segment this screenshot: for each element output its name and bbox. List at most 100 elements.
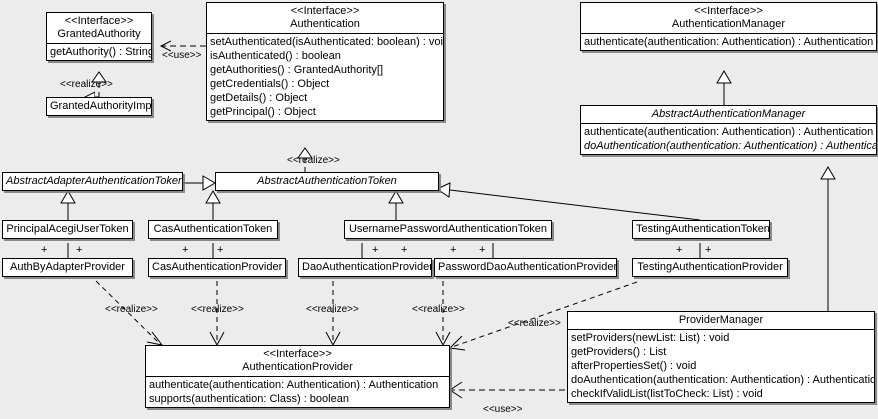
class-header: <<Interface>> GrantedAuthority: [47, 13, 151, 43]
association-marker: +: [479, 244, 486, 256]
operation: supports(authentication: Class) : boolea…: [149, 393, 349, 405]
operation: setProviders(newList: List) : void: [571, 332, 730, 344]
operation: authenticate(authentication: Authenticat…: [584, 36, 874, 48]
operations-compartment: authenticate(authentication: Authenticat…: [146, 377, 449, 407]
class-testing-authentication-token[interactable]: TestingAuthenticationToken: [632, 220, 770, 239]
class-cas-authentication-provider[interactable]: CasAuthenticationProvider: [148, 258, 286, 277]
edge-label-realize-password-dao: <<realize>>: [412, 304, 465, 315]
class-dao-authentication-provider[interactable]: DaoAuthenticationProvider: [298, 258, 432, 277]
operation: getProviders() : List: [571, 346, 667, 358]
edge-label-realize-abstract-authentication-token: <<realize>>: [287, 155, 340, 166]
class-name: TestingAuthenticationToken: [636, 223, 770, 235]
compartment-divider: [207, 33, 443, 34]
operation: getDetails() : Object: [210, 92, 308, 104]
edge-label-realize-cas: <<realize>>: [191, 304, 244, 315]
class-provider-manager[interactable]: ProviderManager setProviders(newList: Li…: [567, 311, 875, 403]
class-header: DaoAuthenticationProvider: [299, 259, 431, 276]
class-name: AuthenticationProvider: [242, 361, 353, 373]
class-abstract-adapter-authentication-token[interactable]: AbstractAdapterAuthenticationToken: [2, 172, 183, 191]
operation: authenticate(authentication: Authenticat…: [149, 379, 439, 391]
class-password-dao-authentication-provider[interactable]: PasswordDaoAuthenticationProvider: [434, 258, 617, 277]
class-name: CasAuthenticationToken: [153, 223, 273, 235]
operations-compartment: getAuthority() : String: [47, 44, 151, 60]
class-name: CasAuthenticationProvider: [152, 261, 283, 273]
class-testing-authentication-provider[interactable]: TestingAuthenticationProvider: [632, 258, 788, 277]
edge-label-use-provider-manager: <<use>>: [483, 404, 523, 415]
compartment-divider: [581, 123, 876, 124]
class-name: DaoAuthenticationProvider: [302, 261, 432, 273]
association-marker: +: [41, 244, 48, 256]
class-abstract-authentication-manager[interactable]: AbstractAuthenticationManager authentica…: [580, 105, 877, 155]
class-granted-authority[interactable]: <<Interface>> GrantedAuthority getAuthor…: [46, 12, 152, 61]
class-cas-authentication-token[interactable]: CasAuthenticationToken: [148, 220, 278, 239]
class-header: PasswordDaoAuthenticationProvider: [435, 259, 616, 276]
class-header: PrincipalAcegiUserToken: [3, 221, 132, 238]
compartment-divider: [581, 33, 876, 34]
edge-label-realize-dao: <<realize>>: [306, 304, 359, 315]
class-name: PrincipalAcegiUserToken: [6, 223, 129, 235]
class-header: <<Interface>> AuthenticationProvider: [146, 346, 449, 376]
class-header: <<Interface>> AuthenticationManager: [581, 3, 876, 33]
association-marker: +: [676, 244, 683, 256]
association-marker: +: [401, 244, 408, 256]
operation: isAuthenticated() : boolean: [210, 50, 341, 62]
operations-compartment: authenticate(authentication: Authenticat…: [581, 124, 876, 154]
class-auth-by-adapter-provider[interactable]: AuthByAdapterProvider: [2, 258, 133, 277]
operation: getCredentials() : Object: [210, 78, 330, 90]
association-marker: +: [182, 244, 189, 256]
class-header: CasAuthenticationProvider: [149, 259, 285, 276]
compartment-divider: [568, 329, 874, 330]
class-name: AuthByAdapterProvider: [10, 261, 125, 273]
stereotype-label: <<Interface>>: [694, 5, 763, 17]
edge-label-realize-auth-by-adapter: <<realize>>: [105, 304, 158, 315]
operation: getAuthorities() : GrantedAuthority[]: [210, 64, 384, 76]
class-principal-acegi-user-token[interactable]: PrincipalAcegiUserToken: [2, 220, 133, 239]
association-marker: +: [705, 244, 712, 256]
association-marker: +: [450, 244, 457, 256]
class-abstract-authentication-token[interactable]: AbstractAuthenticationToken: [215, 172, 439, 191]
class-name: GrantedAuthority: [57, 28, 141, 40]
class-header: AbstractAdapterAuthenticationToken: [3, 173, 182, 190]
operations-compartment: setAuthenticated(isAuthenticated: boolea…: [207, 34, 443, 120]
stereotype-label: <<Interface>>: [263, 348, 332, 360]
class-name: UsernamePasswordAuthenticationToken: [348, 223, 548, 235]
edge-label-realize-granted-authority-impl: <<realize>>: [60, 79, 113, 90]
class-header: CasAuthenticationToken: [149, 221, 277, 238]
class-name: GrantedAuthorityImpl: [50, 100, 152, 112]
operation: setAuthenticated(isAuthenticated: boolea…: [210, 36, 444, 48]
operation: getPrincipal() : Object: [210, 106, 316, 118]
edge-label-realize-testing: <<realize>>: [508, 318, 561, 329]
operations-compartment: setProviders(newList: List) : void getPr…: [568, 330, 874, 402]
class-name: PasswordDaoAuthenticationProvider: [438, 261, 617, 273]
class-granted-authority-impl[interactable]: GrantedAuthorityImpl: [46, 97, 152, 116]
operations-compartment: authenticate(authentication: Authenticat…: [581, 34, 876, 50]
association-marker: +: [76, 244, 83, 256]
edge-label-use-granted-authority: <<use>>: [162, 50, 202, 61]
compartment-divider: [146, 376, 449, 377]
stereotype-label: <<Interface>>: [290, 5, 360, 17]
class-header: AuthByAdapterProvider: [3, 259, 132, 276]
class-name: AbstractAuthenticationManager: [651, 108, 806, 120]
class-header: AbstractAuthenticationManager: [581, 106, 876, 123]
class-header: <<Interface>> Authentication: [207, 3, 443, 33]
class-authentication[interactable]: <<Interface>> Authentication setAuthenti…: [206, 2, 444, 121]
class-name: AbstractAuthenticationToken: [257, 175, 397, 187]
class-header: UsernamePasswordAuthenticationToken: [345, 221, 551, 238]
class-name: ProviderManager: [678, 314, 764, 326]
operation: doAuthentication(authentication: Authent…: [584, 140, 877, 152]
operation: getAuthority() : String: [50, 46, 152, 58]
association-marker: +: [372, 244, 379, 256]
class-authentication-manager[interactable]: <<Interface>> AuthenticationManager auth…: [580, 2, 877, 51]
class-header: TestingAuthenticationToken: [633, 221, 769, 238]
compartment-divider: [47, 43, 151, 44]
class-name: AuthenticationManager: [671, 18, 786, 30]
class-username-password-authentication-token[interactable]: UsernamePasswordAuthenticationToken: [344, 220, 552, 239]
class-header: AbstractAuthenticationToken: [216, 173, 438, 190]
operation: authenticate(authentication: Authenticat…: [584, 126, 874, 138]
class-header: ProviderManager: [568, 312, 874, 329]
class-name: Authentication: [290, 18, 360, 30]
operation: afterPropertiesSet() : void: [571, 360, 697, 372]
class-authentication-provider[interactable]: <<Interface>> AuthenticationProvider aut…: [145, 345, 450, 408]
stereotype-label: <<Interface>>: [64, 15, 134, 27]
